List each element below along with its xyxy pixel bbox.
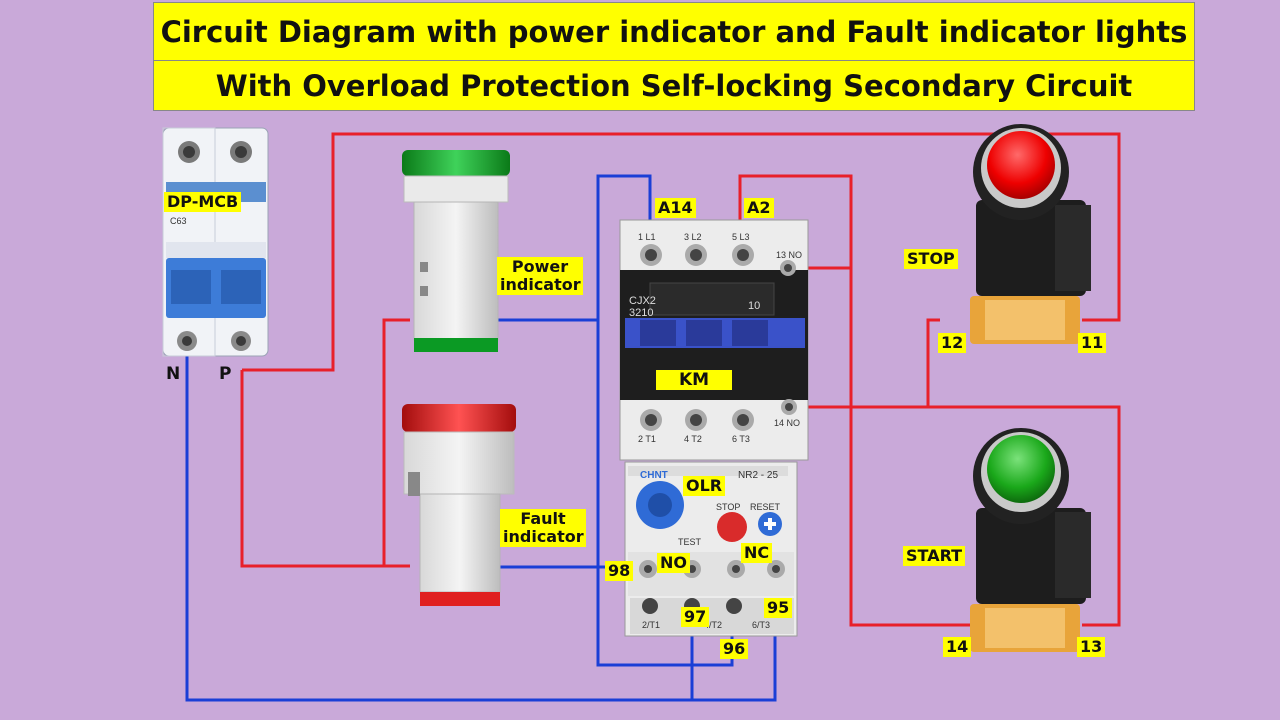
fault-indicator-label-line1: Fault xyxy=(520,509,566,528)
start-button-label: START xyxy=(903,546,966,566)
olr-model: NR2 - 25 xyxy=(738,470,778,481)
olr-mark-t1: 2/T1 xyxy=(642,620,660,630)
contactor-model-1: CJX2 xyxy=(629,295,656,307)
terminal-6-t3: 6 T3 xyxy=(732,434,750,444)
neutral-wire-mcb xyxy=(185,342,694,702)
contactor-a2-label: A2 xyxy=(744,198,774,218)
start-terminal-13: 13 xyxy=(1077,637,1106,657)
title-line-1: Circuit Diagram with power indicator and… xyxy=(153,2,1195,61)
fault-indicator-label-line2: indicator xyxy=(503,527,584,546)
live-wire-a2 xyxy=(738,174,853,270)
live-wire-mcb-to-stop xyxy=(242,132,1121,372)
terminal-14-no: 14 NO xyxy=(774,418,800,428)
mcb-label: DP-MCB xyxy=(164,192,242,212)
live-wires xyxy=(240,132,1121,627)
contactor-model-2: 3210 xyxy=(629,307,653,319)
olr-mark-t3: 6/T3 xyxy=(752,620,770,630)
power-indicator-label-line1: Power xyxy=(511,257,569,276)
olr-nc-label: NC xyxy=(741,543,773,563)
neutral-wire-96 xyxy=(692,612,777,702)
contactor-a14-label: A14 xyxy=(655,198,696,218)
olr-brand: CHNT xyxy=(640,470,668,481)
terminal-1-l1: 1 L1 xyxy=(638,232,656,242)
terminal-5-l3: 5 L3 xyxy=(732,232,750,242)
power-indicator-label-line2: indicator xyxy=(500,275,581,294)
live-wire-hold-to-start xyxy=(849,268,975,627)
live-wire-mcb-to-power-lamp xyxy=(240,318,410,568)
title-line-2: With Overload Protection Self-locking Se… xyxy=(153,60,1195,111)
contactor-km-label: KM xyxy=(656,370,732,390)
olr-terminal-96: 96 xyxy=(720,639,749,659)
power-indicator-lamp xyxy=(402,150,510,352)
olr-test-text: TEST xyxy=(678,537,702,547)
olr-terminal-97: 97 xyxy=(681,607,710,627)
start-terminal-14: 14 xyxy=(943,637,972,657)
stop-terminal-12: 12 xyxy=(938,333,967,353)
olr-mark-t2: 4/T2 xyxy=(704,620,722,630)
olr-terminal-98: 98 xyxy=(605,561,634,581)
stop-push-button xyxy=(970,124,1091,344)
mcb-neutral-label: N xyxy=(166,364,181,384)
terminal-4-t2: 4 T2 xyxy=(684,434,702,444)
dp-mcb: C63 xyxy=(162,127,269,357)
olr-no-label: NO xyxy=(657,553,690,573)
stop-terminal-11: 11 xyxy=(1078,333,1107,353)
olr-terminal-95: 95 xyxy=(764,598,793,618)
terminal-13-no: 13 NO xyxy=(776,250,802,260)
contactor-aux-rating: 10 xyxy=(748,300,760,312)
terminal-3-l2: 3 L2 xyxy=(684,232,702,242)
olr-label: OLR xyxy=(683,476,726,496)
start-push-button xyxy=(970,428,1091,652)
fault-indicator-lamp xyxy=(402,404,516,606)
mcb-phase-label: P xyxy=(219,364,232,384)
olr-stop-text: STOP xyxy=(716,502,740,512)
terminal-2-t1: 2 T1 xyxy=(638,434,656,444)
live-wire-no14-to-start xyxy=(928,405,1121,627)
live-wire-stop-to-no xyxy=(790,318,940,409)
stop-button-label: STOP xyxy=(904,249,958,269)
contactor-body: 1 L1 3 L2 5 L3 13 NO 2 T1 4 T2 6 T3 14 N… xyxy=(619,219,809,461)
fault-indicator-label: Fault indicator xyxy=(500,509,586,547)
olr-reset-text: RESET xyxy=(750,502,781,512)
power-indicator-label: Power indicator xyxy=(497,257,583,295)
mcb-rating: C63 xyxy=(170,216,187,226)
